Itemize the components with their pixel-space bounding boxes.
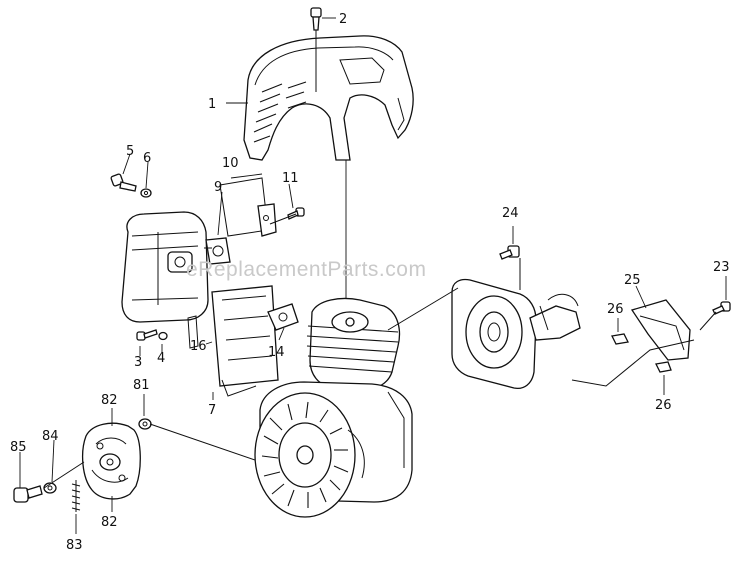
flywheel <box>254 392 365 518</box>
callout-81: 81 <box>133 378 150 393</box>
starter-pawl-upper <box>611 333 629 345</box>
callout-25: 25 <box>624 273 641 288</box>
muffler <box>121 211 209 323</box>
muffler-bolt <box>110 173 137 192</box>
starter-bolt <box>499 245 520 260</box>
callout-3: 3 <box>134 355 142 370</box>
callout-11: 11 <box>282 171 299 186</box>
callout-5: 5 <box>126 144 134 159</box>
muffler-washer <box>140 188 152 198</box>
muffler-bracket <box>257 203 277 237</box>
callout-16: 16 <box>190 339 207 354</box>
muffler-lower-washer <box>158 331 168 341</box>
starter-pawl-lower <box>655 361 672 373</box>
callout-7: 7 <box>208 403 216 418</box>
leader-lines <box>19 17 727 534</box>
cover-screw <box>310 7 322 92</box>
callout-9: 9 <box>214 180 222 195</box>
callout-82-upper: 82 <box>101 393 118 408</box>
clutch-shoes <box>81 422 141 500</box>
starter-pawl-bracket <box>630 299 691 361</box>
callout-24: 24 <box>502 206 519 221</box>
engine-cover <box>243 35 414 161</box>
callout-84: 84 <box>42 429 59 444</box>
callout-4: 4 <box>157 351 165 366</box>
muffler-lower-screw <box>136 329 158 341</box>
clutch-spring <box>71 480 81 512</box>
callout-1: 1 <box>208 97 216 112</box>
callout-26-upper: 26 <box>607 302 624 317</box>
callout-26-lower: 26 <box>655 398 672 413</box>
clutch-washer-81 <box>138 418 152 430</box>
bracket-screw <box>287 207 305 220</box>
callout-23: 23 <box>713 260 730 275</box>
heat-shield <box>187 285 299 387</box>
callout-82-lower: 82 <box>101 515 118 530</box>
callout-2: 2 <box>339 12 347 27</box>
callout-10: 10 <box>222 156 239 171</box>
callout-labels: 1 2 3 4 5 6 7 9 10 11 14 16 23 24 25 26 … <box>10 12 730 553</box>
callout-6: 6 <box>143 151 151 166</box>
callout-85: 85 <box>10 440 27 455</box>
recoil-starter <box>451 278 581 390</box>
callout-83: 83 <box>66 538 83 553</box>
clutch-bolt-85 <box>13 485 43 503</box>
watermark-text: eReplacementParts.com <box>186 258 426 281</box>
callout-14: 14 <box>268 345 285 360</box>
